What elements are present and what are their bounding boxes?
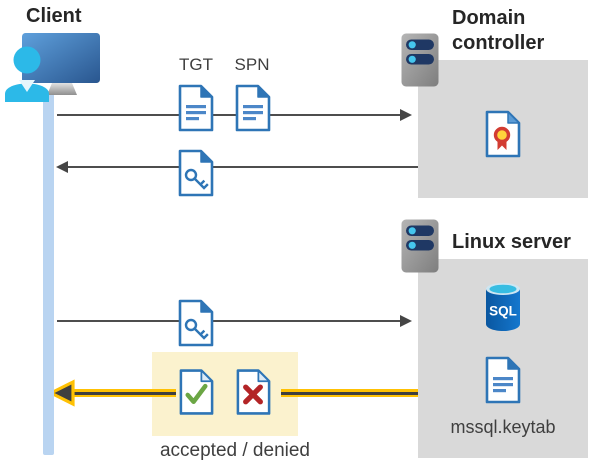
accept-deny-arrow-segment: [70, 389, 176, 397]
client-lifeline-bar: [43, 92, 54, 455]
spn-label: SPN: [234, 55, 270, 74]
flow-line-ticket-response: [68, 166, 418, 168]
linux-server-title: Linux server: [452, 231, 571, 253]
result-highlight-box: [152, 352, 298, 436]
denied-document-icon: [234, 367, 273, 417]
key-ticket-icon: [176, 149, 216, 197]
yellow-arrowhead-icon: [48, 379, 75, 407]
sql-badge-text: SQL: [489, 304, 517, 319]
domain-controller-title: Domain controller: [452, 7, 545, 54]
client-workstation-icon: [5, 33, 100, 102]
flow-line-ticket-request: [57, 114, 402, 116]
arrow-right-icon: [400, 315, 412, 327]
arrow-right-icon: [400, 109, 412, 121]
linux-server-icon: [400, 218, 440, 274]
accepted-denied-label: accepted / denied: [159, 440, 310, 461]
person-body: [5, 83, 49, 102]
tgt-document-icon: [176, 84, 216, 132]
domain-controller-server-icon: [400, 32, 440, 88]
person-collar: [19, 80, 35, 92]
arrow-left-icon: [56, 161, 68, 173]
sql-database-icon: SQL: [486, 283, 520, 331]
key-ticket-icon: [176, 299, 216, 347]
spn-document-icon: [233, 84, 273, 132]
accepted-document-icon: [177, 367, 216, 417]
flow-line-service-ticket: [57, 320, 402, 322]
monitor-icon: [22, 33, 100, 83]
accept-deny-arrow-segment: [281, 389, 418, 397]
certificate-document-icon: [483, 109, 523, 159]
monitor-stand: [47, 83, 77, 95]
keytab-document-icon: [483, 354, 523, 406]
tgt-label: TGT: [179, 55, 213, 74]
keytab-filename-label: mssql.keytab: [450, 417, 556, 437]
person-head: [13, 46, 41, 74]
client-title: Client: [26, 5, 82, 27]
